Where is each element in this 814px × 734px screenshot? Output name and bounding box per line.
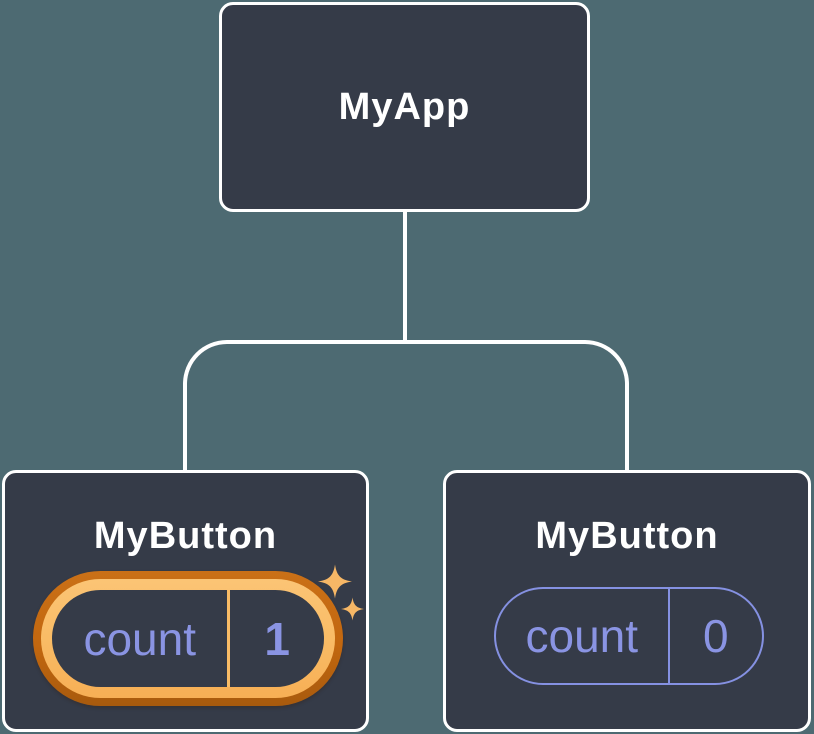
highlight-ring: count 1 bbox=[41, 579, 335, 698]
root-node-label: MyApp bbox=[338, 85, 471, 128]
state-value: 1 bbox=[264, 612, 291, 665]
child-node-left: MyButton count 1 bbox=[2, 470, 369, 732]
child-node-right: MyButton count 0 bbox=[443, 470, 811, 732]
root-node: MyApp bbox=[219, 2, 590, 212]
child-node-right-label: MyButton bbox=[535, 515, 719, 557]
pill-divider bbox=[227, 590, 231, 687]
state-key-label: count bbox=[83, 612, 196, 665]
state-pill-highlighted: count 1 bbox=[33, 571, 343, 706]
pill-divider bbox=[667, 589, 670, 683]
state-pill-core: count 1 bbox=[52, 590, 324, 687]
state-pill: count 0 bbox=[494, 587, 764, 685]
connector-stem bbox=[403, 210, 407, 342]
sparkle-small-icon bbox=[341, 597, 364, 621]
child-node-left-label: MyButton bbox=[93, 515, 278, 557]
connector-bracket bbox=[183, 340, 629, 474]
state-value: 0 bbox=[702, 610, 729, 662]
state-key-label: count bbox=[525, 610, 639, 662]
